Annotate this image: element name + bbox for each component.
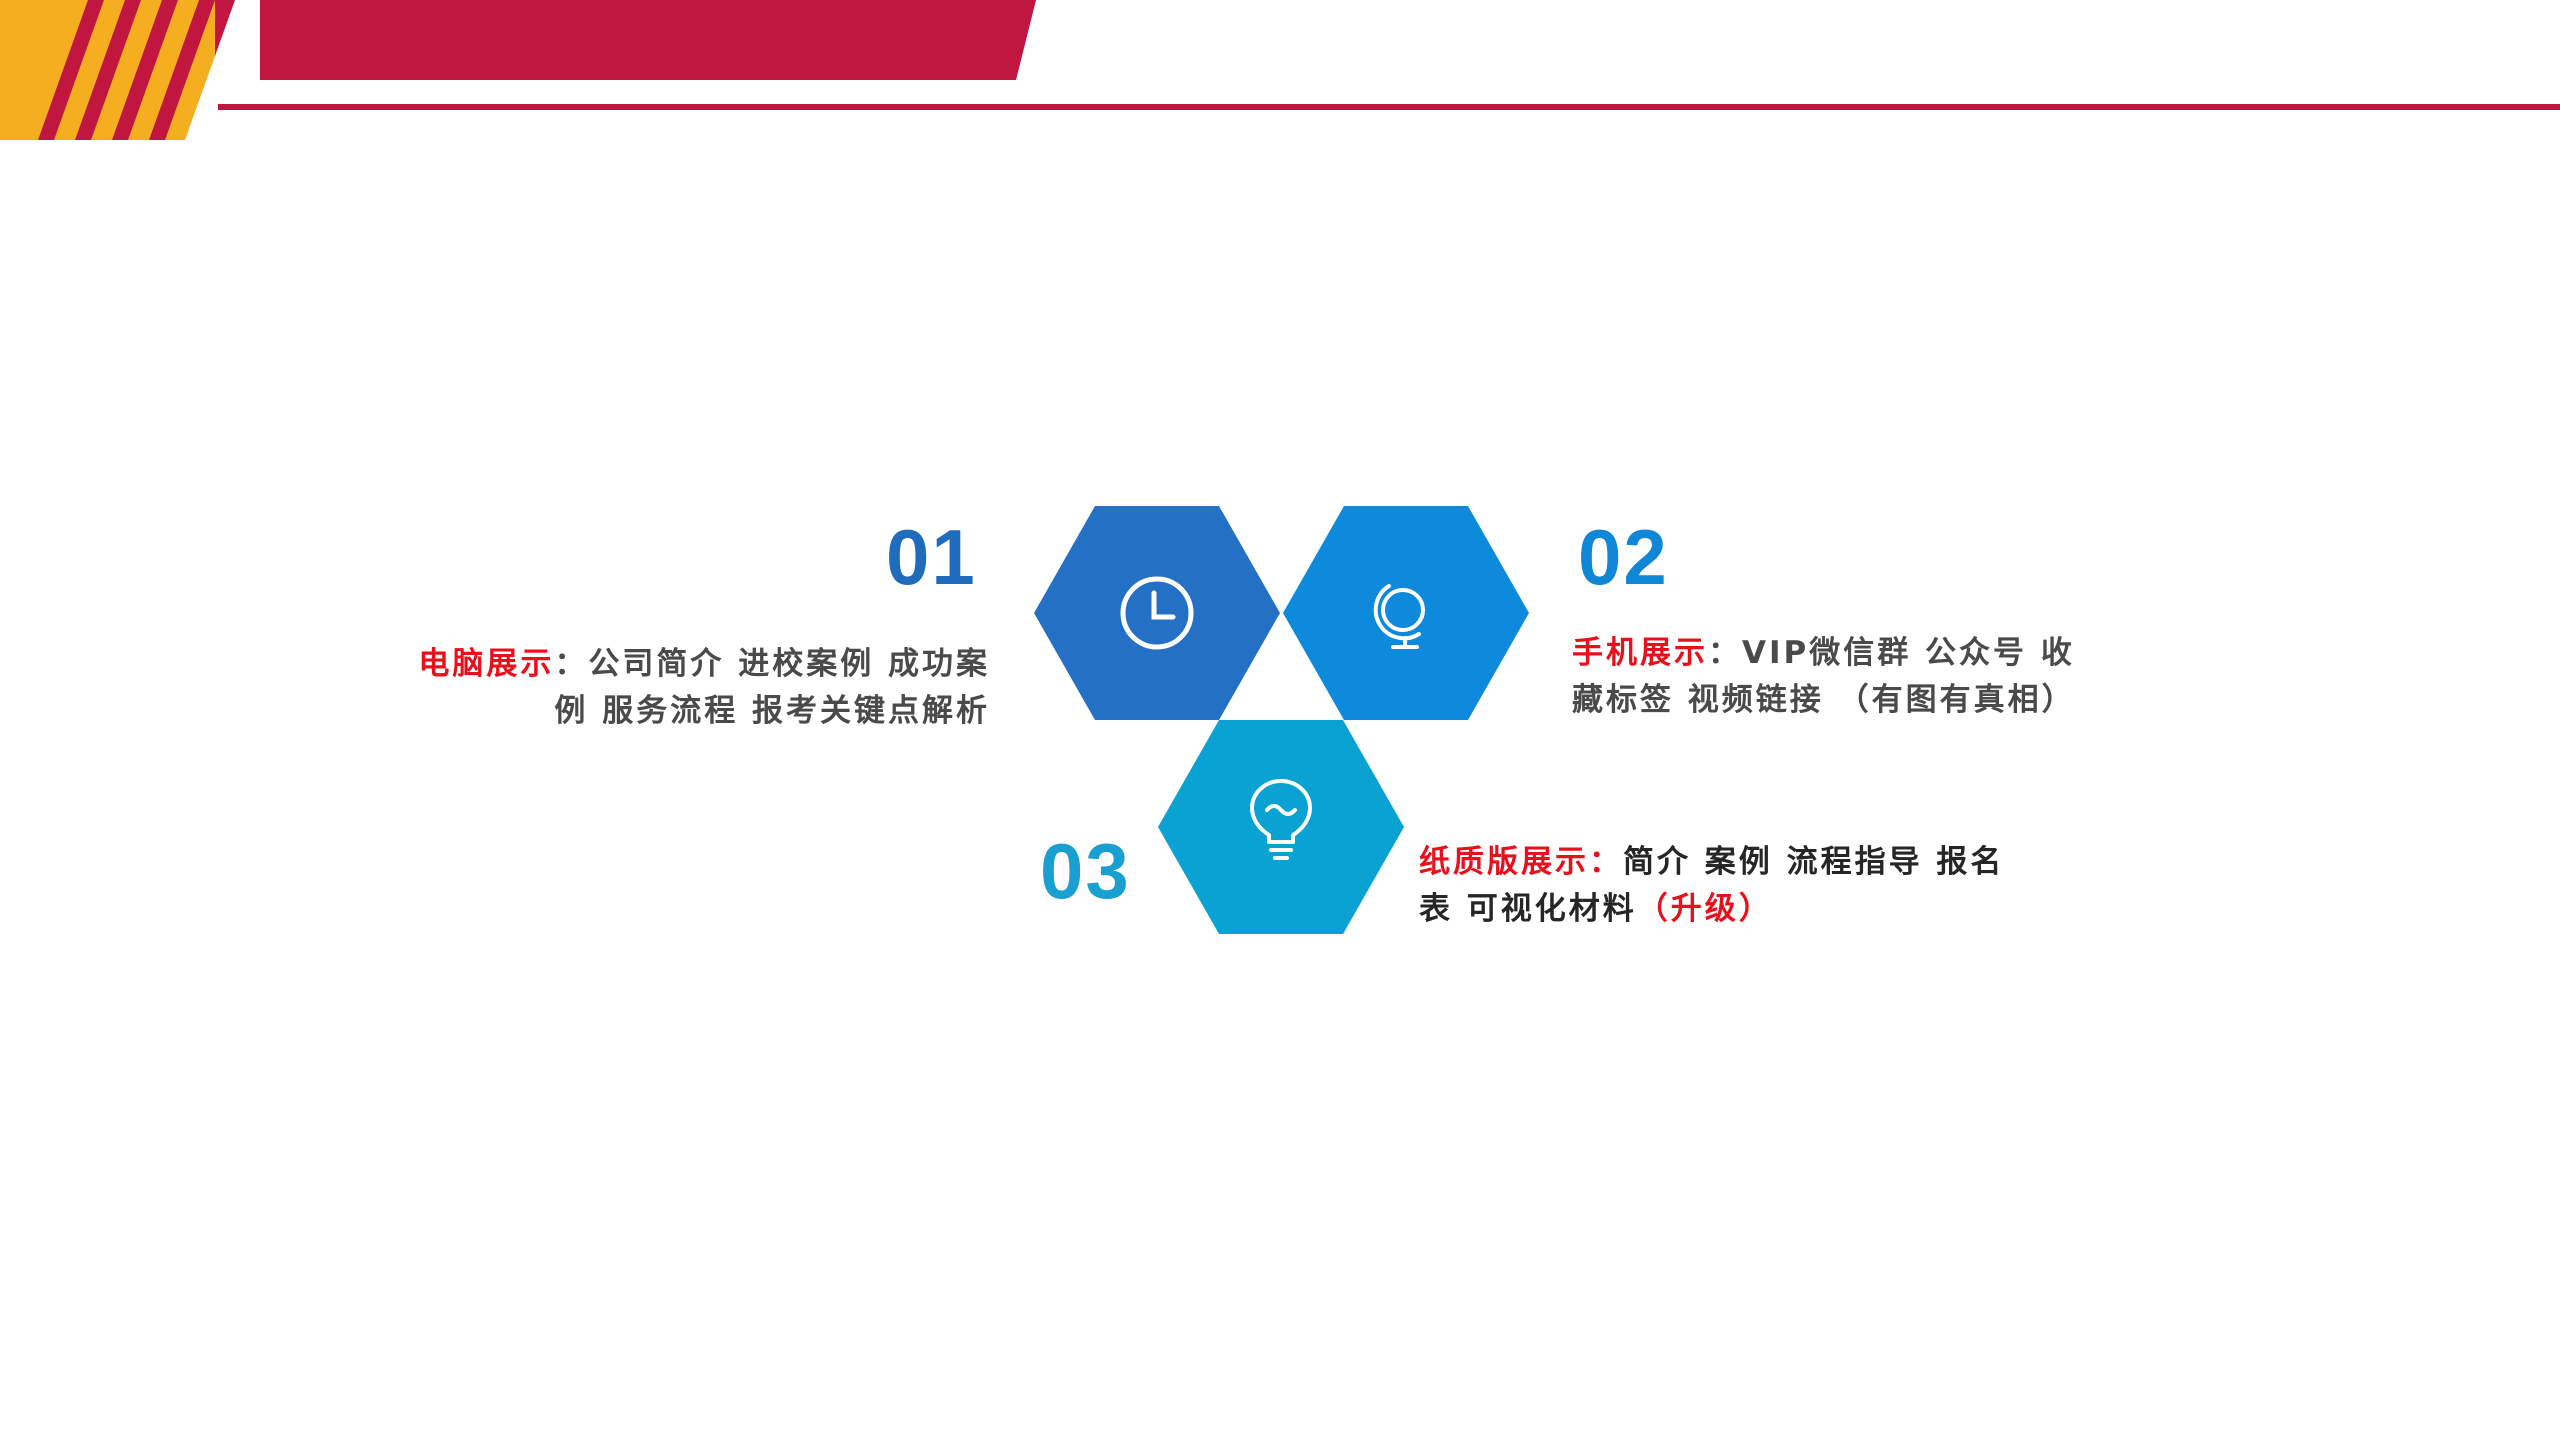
item-separator-02: ： (1708, 635, 1742, 671)
header-divider-line (218, 104, 2560, 110)
item-description-02-line1: 手机展示：VIP微信群 公众号 收 (1572, 630, 2132, 677)
item-text-03-line1: 简介 案例 流程指导 报名 (1623, 844, 2005, 880)
item-number-01: 01 (886, 513, 977, 601)
item-text-01-line2: 例 服务流程 报考关键点解析 (554, 693, 990, 729)
item-text-02-line2: 藏标签 视频链接 （有图有真相） (1572, 682, 2076, 718)
header-diagonal-stripes (38, 0, 215, 140)
item-text-03-line2: 表 可视化材料 (1419, 891, 1637, 927)
hexagon-02 (1283, 506, 1529, 720)
hexagon-03 (1158, 720, 1404, 934)
item-text-01-line1: 公司简介 进校案例 成功案 (588, 646, 990, 682)
item-text-02-line1: VIP微信群 公众号 收 (1742, 635, 2075, 671)
item-number-02: 02 (1578, 513, 1669, 601)
clock-icon (1120, 576, 1194, 650)
item-description-01: 电脑展示：公司简介 进校案例 成功案 例 服务流程 报考关键点解析 (380, 641, 990, 735)
item-description-02: 手机展示：VIP微信群 公众号 收 藏标签 视频链接 （有图有真相） (1572, 630, 2132, 724)
hexagon-01 (1034, 506, 1280, 720)
item-text-03-upgrade: （升级） (1636, 891, 1773, 927)
item-separator-03: ： (1589, 844, 1623, 880)
item-label-01: 电脑展示 (418, 646, 555, 682)
item-label-02: 手机展示 (1572, 635, 1708, 671)
lightbulb-icon (1250, 779, 1312, 860)
item-description-01-line1: 电脑展示：公司简介 进校案例 成功案 (380, 641, 990, 688)
globe-icon (1373, 584, 1425, 649)
header-decoration (0, 0, 2560, 140)
item-description-03-line1: 纸质版展示：简介 案例 流程指导 报名 (1419, 839, 2039, 886)
item-description-03-line2: 表 可视化材料（升级） (1419, 886, 2039, 933)
item-number-03: 03 (1040, 827, 1131, 915)
item-separator-01: ： (554, 646, 589, 682)
item-label-03: 纸质版展示 (1419, 844, 1589, 880)
item-description-03: 纸质版展示：简介 案例 流程指导 报名 表 可视化材料（升级） (1419, 839, 2039, 933)
